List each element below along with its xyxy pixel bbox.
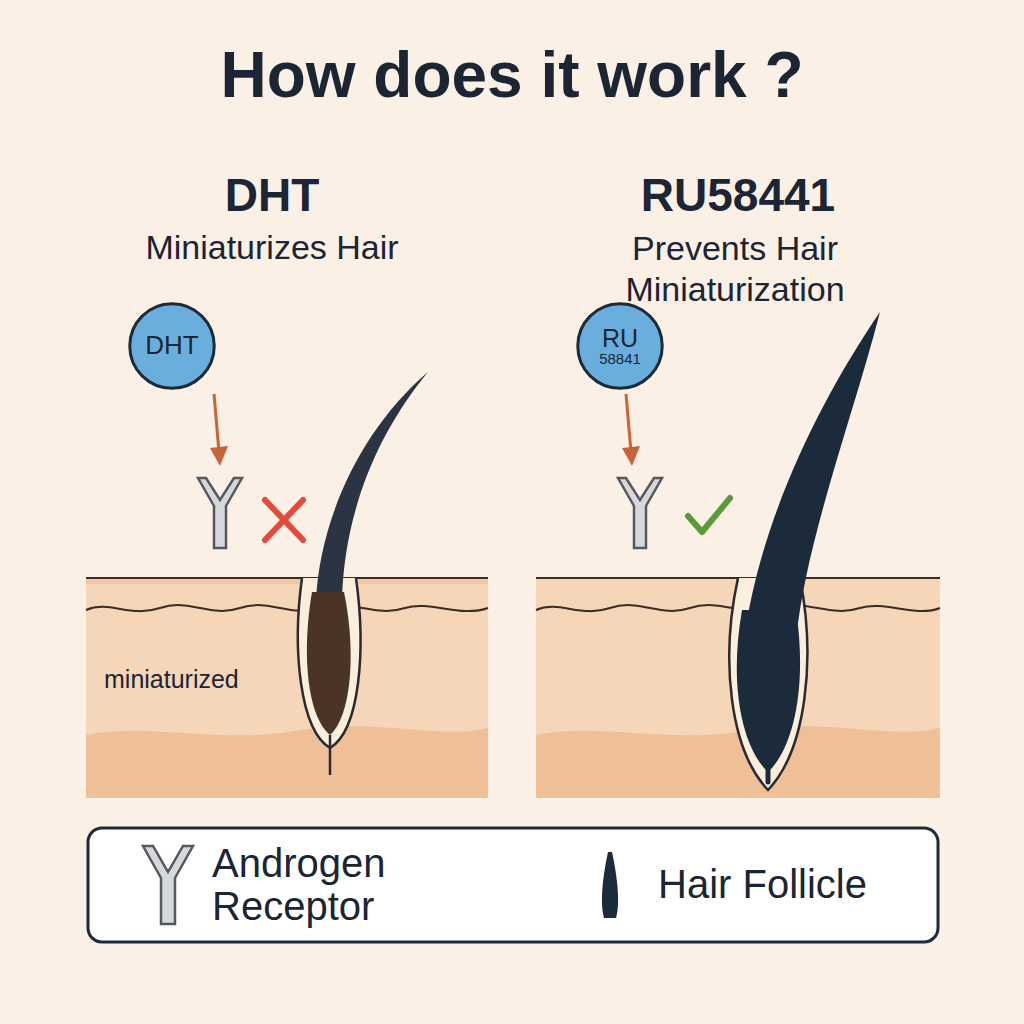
- title: How does it work ?: [0, 38, 1024, 112]
- molecule-circle: RU58841: [576, 302, 664, 390]
- legend-box: [88, 828, 938, 942]
- legend-receptor-icon: [143, 846, 193, 924]
- androgen-receptor-symbol: [198, 478, 662, 548]
- legend-follicle-icon: [602, 852, 618, 918]
- column-subheading: Miniaturizes Hair: [72, 228, 472, 267]
- healthy-hair: [729, 312, 880, 790]
- molecule-name: DHT: [145, 332, 198, 359]
- legend-text: Androgen Receptor: [212, 842, 462, 928]
- binding-arrow: [210, 394, 640, 466]
- state-label: miniaturized: [104, 665, 239, 694]
- miniaturized-hair: [298, 372, 428, 775]
- skin-panel-right: [536, 578, 940, 798]
- molecule-name: RU: [602, 325, 638, 351]
- check-mark: [688, 498, 730, 532]
- molecule-name: 58841: [599, 351, 641, 367]
- column-heading: RU58441: [538, 168, 938, 222]
- molecule-circle: DHT: [128, 302, 216, 390]
- skin-panel-left: [86, 578, 488, 798]
- block-cross: [265, 500, 303, 540]
- column-heading: DHT: [92, 168, 452, 222]
- legend-text: Hair Follicle: [658, 863, 938, 906]
- column-subheading: Prevents Hair Miniaturization: [585, 228, 885, 310]
